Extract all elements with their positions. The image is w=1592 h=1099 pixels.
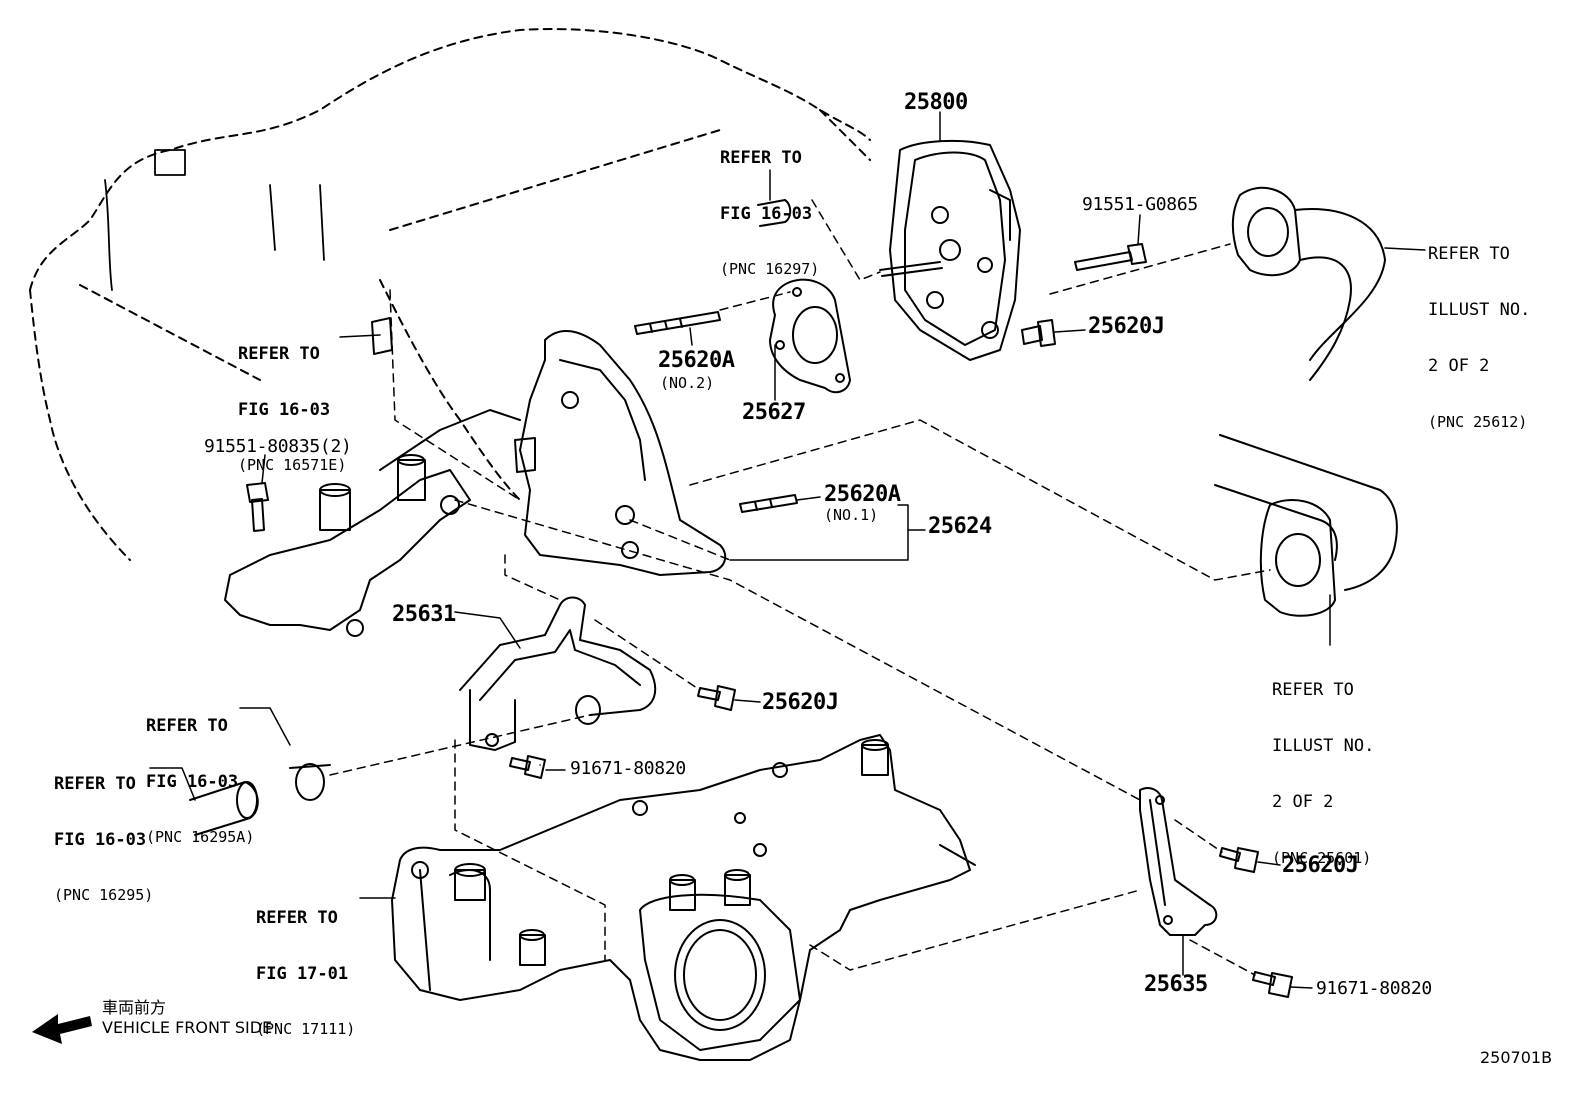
ref-line: (PNC 25612): [1428, 412, 1528, 431]
label-25631[interactable]: 25631: [392, 602, 456, 627]
ref-line: (PNC 17111): [256, 1020, 356, 1039]
label-91551-80835[interactable]: 91551-80835(2): [204, 436, 352, 457]
label-25620A-no1-sub: (NO.1): [824, 506, 879, 524]
vehicle-front-label-en: VEHICLE FRONT SIDE: [102, 1018, 273, 1037]
engine-block-outline: [29, 28, 871, 561]
ref-line: FIG 17-01: [256, 964, 349, 985]
label-25635[interactable]: 25635: [1144, 972, 1208, 997]
diagram-id: 250701B: [1480, 1048, 1553, 1067]
part-91671-80820-bolt-middle: [509, 755, 546, 779]
ref-line: REFER TO: [720, 147, 802, 168]
label-91671-80820-lower[interactable]: 91671-80820: [1316, 978, 1432, 999]
label-25627[interactable]: 25627: [742, 400, 806, 425]
label-25620J-middle[interactable]: 25620J: [762, 690, 839, 715]
part-intake-manifold: [391, 734, 976, 1061]
hose-stub-16571e: [371, 317, 393, 355]
ref-fig-16-03-pnc16297[interactable]: REFER TO FIG 16-03 (PNC 16297): [720, 112, 819, 315]
part-water-outlet-left: [224, 409, 521, 637]
ref-line: FIG 16-03: [54, 830, 147, 851]
ref-line: REFER TO: [256, 907, 338, 928]
part-pipe-25612: [1232, 186, 1386, 381]
part-25620J-bolt-middle: [697, 685, 736, 711]
ref-line: (PNC 16571E): [238, 456, 347, 475]
part-25620A-no2-stud: [634, 311, 721, 335]
ref-fig-17-01-pnc17111[interactable]: REFER TO FIG 17-01 (PNC 17111): [256, 872, 355, 1075]
ref-line: (PNC 16297): [720, 260, 820, 279]
hose-stub-16297: [757, 199, 792, 227]
engine-block-solid-detail: [104, 149, 325, 291]
label-25620J-top[interactable]: 25620J: [1088, 314, 1165, 339]
ref-line: (PNC 16295): [54, 886, 154, 905]
vehicle-front-label-jp: 車両前方: [102, 998, 167, 1017]
part-91551-G0865-bolt: [1074, 243, 1147, 271]
ref-line: 2 OF 2: [1272, 792, 1334, 813]
label-25620J-lower[interactable]: 25620J: [1282, 853, 1359, 878]
ref-line: 2 OF 2: [1428, 356, 1490, 377]
part-25635-bracket: [1139, 787, 1218, 936]
ref-line: ILLUST NO.: [1428, 300, 1531, 321]
part-25627-gasket: [769, 278, 851, 394]
ref-line: (PNC 25601): [1272, 848, 1372, 867]
part-hose-clamp: [289, 763, 331, 801]
vehicle-front-arrow-icon: [32, 1014, 92, 1044]
ref-line: FIG 16-03: [720, 204, 813, 225]
ref-line: REFER TO: [54, 773, 136, 794]
label-25620A-no1[interactable]: 25620A: [824, 482, 901, 507]
ref-line: REFER TO: [238, 343, 320, 364]
assembly-dashed-lines: [329, 199, 1271, 976]
label-91551-G0865[interactable]: 91551-G0865: [1082, 194, 1198, 215]
ref-illust-2of2-pnc25601[interactable]: REFER TO ILLUST NO. 2 OF 2 (PNC 25601): [1272, 644, 1374, 904]
leader-lines: [149, 111, 1426, 989]
part-25624-housing: [514, 329, 727, 576]
ref-line: FIG 16-03: [238, 400, 331, 421]
part-25620J-bolt-lower: [1219, 847, 1259, 873]
part-91671-80820-bolt-lower: [1252, 971, 1293, 998]
ref-fig-16-03-pnc16295a[interactable]: REFER TO FIG 16-03 (PNC 16295A): [146, 680, 254, 883]
ref-line: REFER TO: [1272, 679, 1354, 700]
part-25620A-no1-stud: [739, 494, 798, 513]
ref-line: ILLUST NO.: [1272, 736, 1375, 757]
part-25800-cover: [879, 139, 1021, 361]
label-91671-80820-middle[interactable]: 91671-80820: [570, 758, 686, 779]
part-25620J-bolt-top: [1021, 319, 1056, 347]
ref-line: REFER TO: [1428, 243, 1510, 264]
ref-fig-16-03-pnc16295[interactable]: REFER TO FIG 16-03 (PNC 16295): [54, 738, 153, 941]
ref-fig-16-03-pnc16571e[interactable]: REFER TO FIG 16-03 (PNC 16571E): [238, 308, 346, 511]
part-hose-16295: [189, 781, 259, 836]
label-25800[interactable]: 25800: [904, 90, 968, 115]
label-25620A-no2-sub: (NO.2): [660, 374, 715, 392]
label-25620A-no2[interactable]: 25620A: [658, 348, 735, 373]
part-pipe-25601: [1214, 434, 1398, 617]
part-91551-80835-bolt: [246, 482, 269, 532]
ref-line: (PNC 16295A): [146, 828, 255, 847]
part-25631-pipe: [459, 596, 657, 751]
ref-line: REFER TO: [146, 715, 228, 736]
ref-line: FIG 16-03: [146, 772, 239, 793]
ref-illust-2of2-pnc25612[interactable]: REFER TO ILLUST NO. 2 OF 2 (PNC 25612): [1428, 208, 1530, 468]
label-25624[interactable]: 25624: [928, 514, 992, 539]
